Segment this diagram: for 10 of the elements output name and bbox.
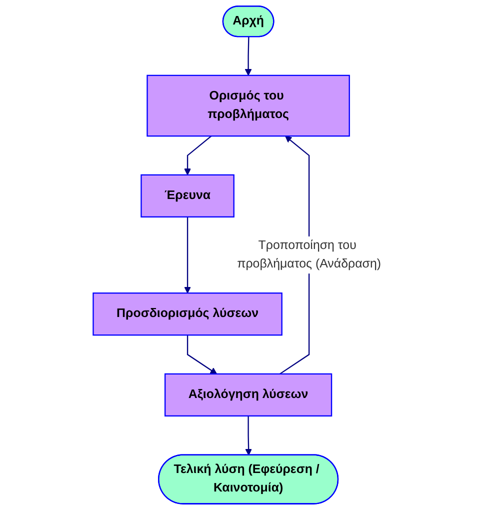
arrow [186, 335, 218, 374]
arrow [245, 416, 252, 456]
arrow [244, 36, 252, 76]
node-box: Έρευνα [140, 174, 234, 218]
arrow [184, 136, 212, 176]
node-box: Προσδιορισμός λύσεων [92, 292, 282, 336]
edge-label: Τροποποίηση του προβλήματος (Ανάδραση) [237, 238, 381, 271]
node-box: Αξιολόγηση λύσεων [164, 373, 332, 416]
arrow [184, 216, 191, 294]
node-box: Ορισμός του προβλήματος [146, 74, 350, 137]
